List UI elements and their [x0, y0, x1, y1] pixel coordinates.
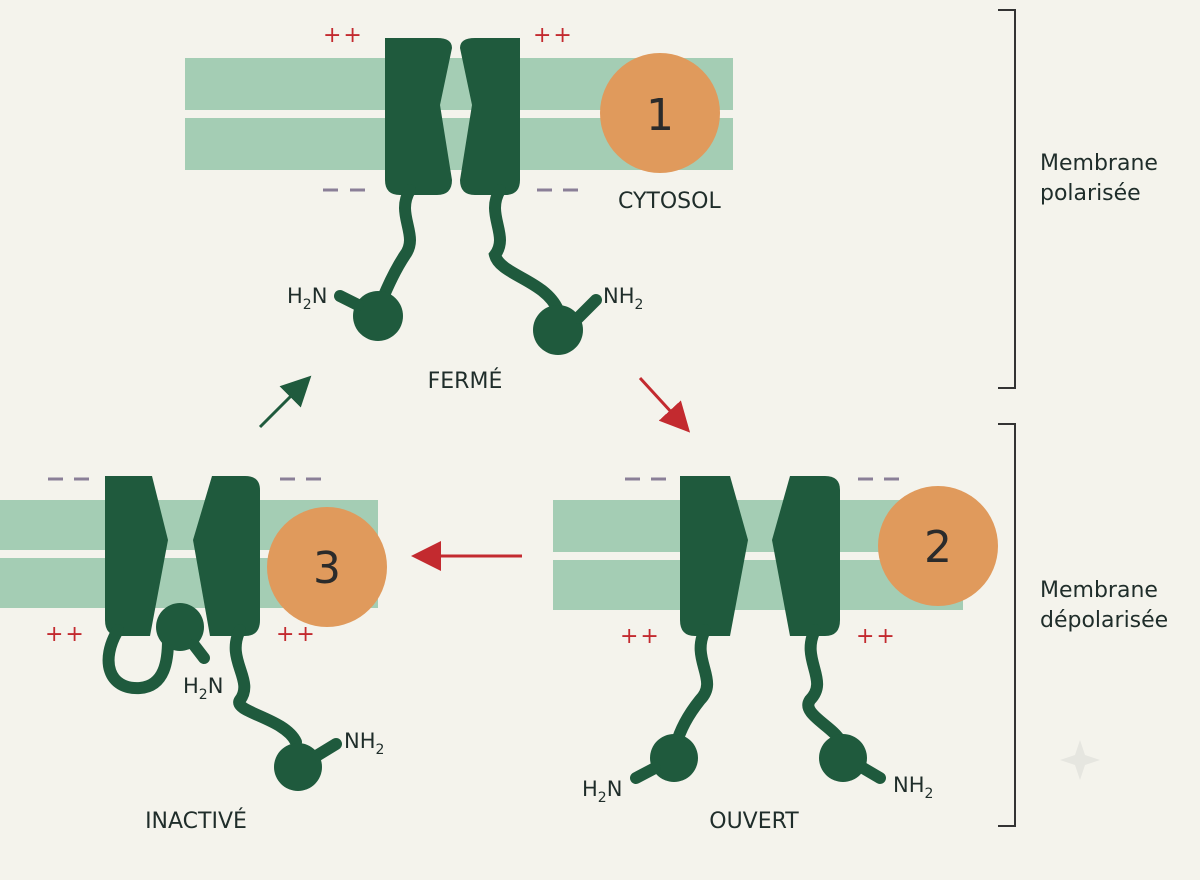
step-3-circle	[267, 507, 387, 627]
closed-state-label: FERMÉ	[428, 368, 503, 394]
n-terminus-stub-right-open	[857, 762, 886, 784]
channel-subunit-left-open	[680, 476, 748, 636]
n-terminus-stub-plugging	[188, 639, 210, 664]
open-state: ++ ++ 2 H2N NH2 OUVERT	[553, 476, 998, 834]
h2n-label-open: H2N	[582, 777, 622, 806]
n-terminal-tail-right	[488, 184, 564, 316]
n-terminus-stub-right	[572, 294, 602, 324]
h2n-label-closed: H2N	[287, 284, 327, 313]
step-2-number: 2	[924, 522, 952, 573]
bracket-polarized-line2: polarisée	[1040, 181, 1141, 206]
nh2-label-closed: NH2	[603, 284, 643, 313]
arrow-inactivated-to-closed	[258, 375, 312, 429]
inactivation-ball-right	[533, 305, 583, 355]
inactivation-ball-plugging	[156, 603, 204, 651]
plus-charge-open-right: ++	[856, 624, 897, 649]
n-terminal-tail-left	[374, 184, 416, 311]
step-1-circle	[600, 53, 720, 173]
closed-state: ++ ++ 1 CYTOSOL H2N NH2 FERMÉ	[185, 23, 733, 394]
arrow-closed-to-open	[638, 376, 691, 433]
channel-subunit-right-inactivated	[193, 476, 260, 636]
cytosol-label: CYTOSOL	[618, 189, 721, 214]
nh2-label-inactivated: NH2	[344, 729, 384, 758]
inactivated-state-label: INACTIVÉ	[145, 808, 247, 834]
inactivated-state: ++ ++ 3 H2N NH2 INACTIVÉ	[0, 476, 387, 834]
bracket-depolarized-line2: dépolarisée	[1040, 608, 1168, 633]
n-terminus-stub-right-inactivated	[312, 738, 342, 761]
plus-charge-top-left: ++	[323, 23, 364, 48]
plus-charge-open-left: ++	[620, 624, 661, 649]
nh2-label-open: NH2	[893, 773, 933, 802]
channel-subunit-right-open	[772, 476, 840, 636]
inactivation-ball-right-open	[819, 734, 867, 782]
inactivation-ball-right-inactivated	[274, 743, 322, 791]
bracket-polarized-line1: Membrane	[1040, 151, 1158, 176]
step-1-number: 1	[646, 90, 674, 141]
n-terminal-tail-right-inactivated	[229, 624, 302, 748]
n-terminal-tail-plugging	[102, 624, 174, 695]
n-terminal-tail-left-open	[670, 624, 714, 751]
h2n-label-inactivated: H2N	[183, 674, 223, 703]
channel-subunit-left	[385, 38, 452, 195]
step-2-circle	[878, 486, 998, 606]
n-terminus-stub-left-open	[630, 762, 661, 784]
bracket-depolarized-line1: Membrane	[1040, 578, 1158, 603]
sparkle-icon	[1060, 740, 1100, 780]
bracket-depolarized	[998, 423, 1016, 827]
plus-charge-inactivated-left: ++	[45, 622, 86, 647]
open-state-label: OUVERT	[709, 809, 799, 834]
n-terminal-tail-right-open	[802, 624, 848, 751]
bracket-polarized	[998, 9, 1016, 389]
inactivation-ball-left	[353, 291, 403, 341]
channel-subunit-right	[460, 38, 520, 195]
inactivation-ball-left-open	[650, 734, 698, 782]
plus-charge-inactivated-right: ++	[276, 622, 317, 647]
n-terminus-stub-left	[334, 290, 364, 311]
step-3-number: 3	[313, 543, 341, 594]
channel-subunit-left-inactivated	[105, 476, 168, 636]
plus-charge-top-right: ++	[533, 23, 574, 48]
